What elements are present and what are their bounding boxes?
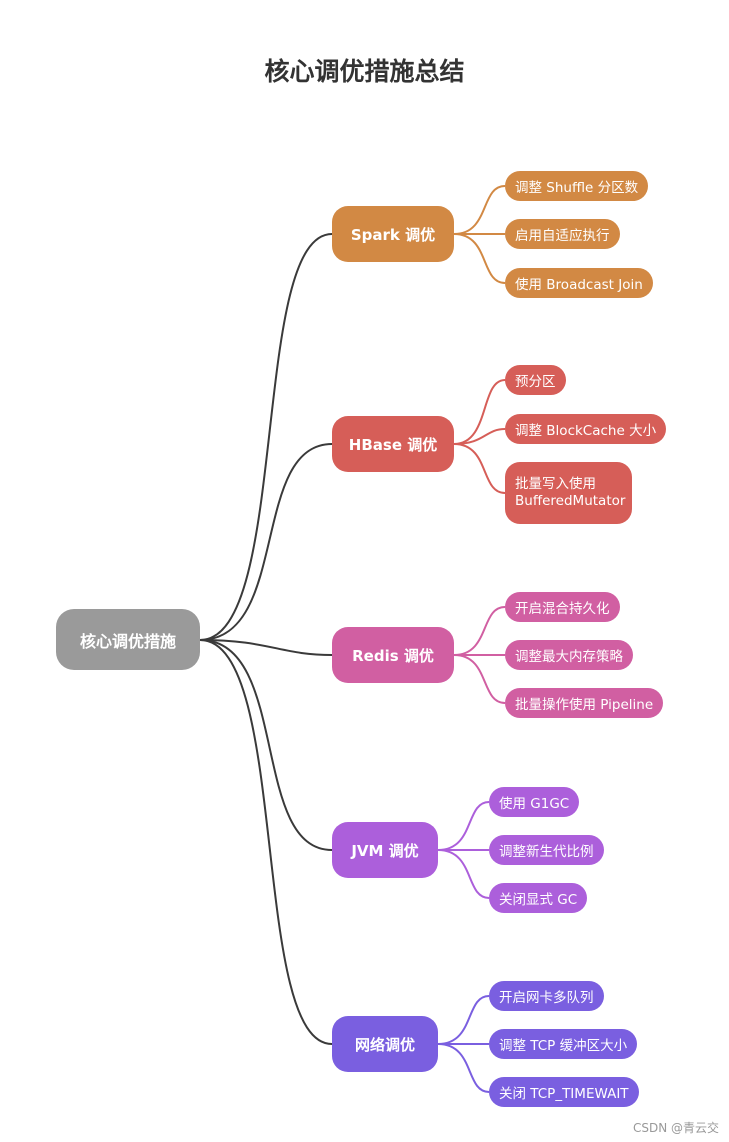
branch-redis: Redis 调优 bbox=[332, 627, 454, 683]
link-network-1 bbox=[437, 995, 490, 1045]
link-root-hbase bbox=[199, 443, 333, 641]
link-root-spark bbox=[199, 233, 333, 641]
leaf-network-tcp-buffer: 调整 TCP 缓冲区大小 bbox=[489, 1029, 638, 1059]
leaf-network-multiqueue: 开启网卡多队列 bbox=[489, 981, 604, 1011]
link-spark-1 bbox=[453, 185, 506, 235]
branch-hbase: HBase 调优 bbox=[332, 416, 454, 472]
leaf-jvm-young-gen-ratio: 调整新生代比例 bbox=[489, 835, 604, 865]
leaf-hbase-batch-write: 批量写入使用 BufferedMutator bbox=[505, 462, 632, 524]
diagram-title: 核心调优措施总结 bbox=[264, 57, 465, 86]
link-root-jvm bbox=[199, 639, 333, 851]
link-hbase-1 bbox=[453, 379, 506, 445]
leaf-spark-broadcast-join: 使用 Broadcast Join bbox=[505, 268, 653, 298]
link-root-network bbox=[199, 639, 333, 1045]
leaf-redis-pipeline: 批量操作使用 Pipeline bbox=[505, 688, 664, 718]
link-hbase-3 bbox=[453, 443, 506, 494]
link-redis-3 bbox=[453, 654, 506, 704]
root-node: 核心调优措施 bbox=[56, 609, 200, 670]
leaf-jvm-disable-explicit-gc: 关闭显式 GC bbox=[489, 883, 588, 913]
link-root-redis bbox=[199, 639, 333, 656]
branch-spark: Spark 调优 bbox=[332, 206, 454, 262]
branch-network: 网络调优 bbox=[332, 1016, 438, 1072]
leaf-spark-adaptive-execution: 启用自适应执行 bbox=[505, 219, 620, 249]
link-network-3 bbox=[437, 1043, 490, 1093]
leaf-hbase-blockcache: 调整 BlockCache 大小 bbox=[505, 414, 667, 444]
leaf-hbase-presplit: 预分区 bbox=[505, 365, 566, 395]
leaf-redis-hybrid-persistence: 开启混合持久化 bbox=[505, 592, 620, 622]
link-spark-3 bbox=[453, 233, 506, 284]
leaf-hbase-batch-write-line2: BufferedMutator bbox=[515, 493, 626, 509]
leaf-redis-maxmemory-policy: 调整最大内存策略 bbox=[505, 640, 633, 670]
leaf-network-tcp-timewait: 关闭 TCP_TIMEWAIT bbox=[489, 1077, 639, 1107]
branch-jvm: JVM 调优 bbox=[332, 822, 438, 878]
leaf-hbase-batch-write-line1: 批量写入使用 bbox=[515, 476, 596, 492]
watermark: CSDN @青云交 bbox=[632, 1121, 719, 1135]
link-jvm-1 bbox=[437, 801, 490, 851]
leaf-spark-shuffle-partitions: 调整 Shuffle 分区数 bbox=[505, 171, 649, 201]
link-jvm-3 bbox=[437, 849, 490, 899]
link-redis-1 bbox=[453, 606, 506, 656]
leaf-jvm-g1gc: 使用 G1GC bbox=[489, 787, 580, 817]
link-hbase-2 bbox=[453, 428, 506, 445]
